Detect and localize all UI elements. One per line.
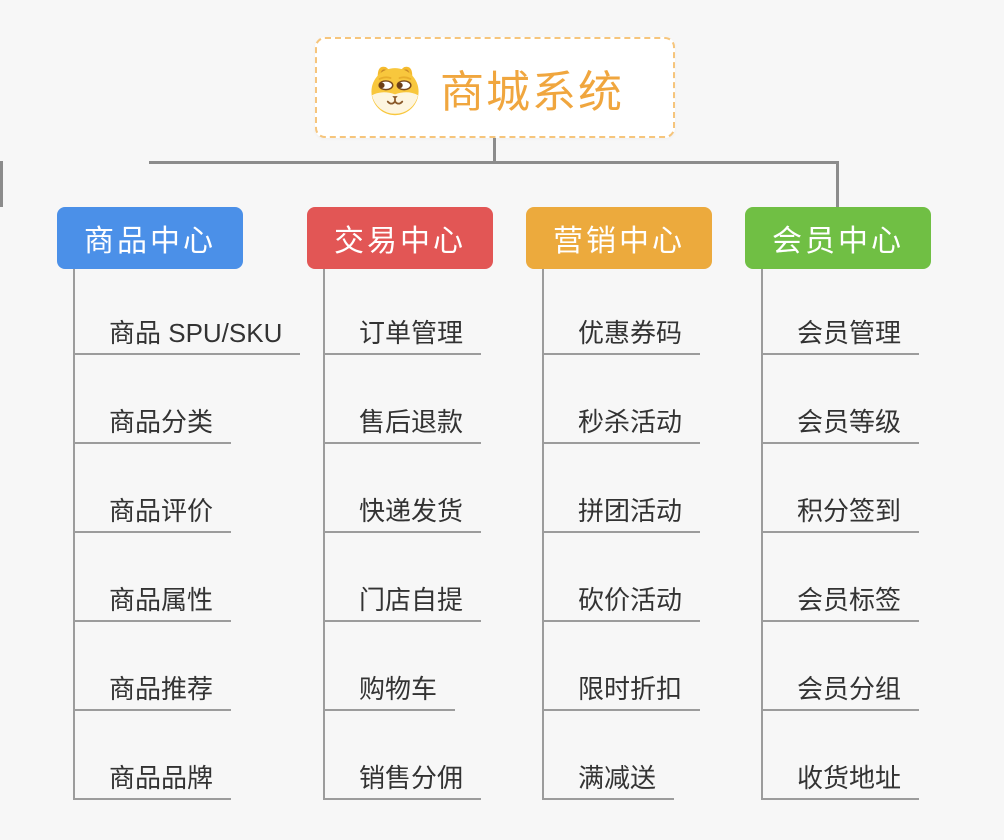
leaf-item[interactable]: 会员分组 xyxy=(763,622,920,711)
branch-column: 会员中心 会员管理 会员等级 积分签到 会员标签 会员分组 收货地址 xyxy=(745,207,1004,800)
leaf-item[interactable]: 优惠券码 xyxy=(544,269,701,355)
leaf-list: 商品 SPU/SKU 商品分类 商品评价 商品属性 商品推荐 商品品牌 xyxy=(73,269,301,800)
leaf-item[interactable]: 收货地址 xyxy=(763,711,920,800)
leaf-item[interactable]: 商品品牌 xyxy=(75,711,232,800)
leaf-item[interactable]: 秒杀活动 xyxy=(544,355,701,444)
leaf-item[interactable]: 售后退款 xyxy=(325,355,482,444)
leaf-label: 购物车 xyxy=(359,674,438,704)
leaf-item[interactable]: 购物车 xyxy=(325,622,456,711)
leaf-label: 限时折扣 xyxy=(578,674,683,704)
connector-drop-members xyxy=(0,161,3,207)
leaf-item[interactable]: 订单管理 xyxy=(325,269,482,355)
branch-header[interactable]: 商品中心 xyxy=(57,207,243,269)
branch-label: 交易中心 xyxy=(334,225,466,258)
leaf-label: 会员分组 xyxy=(797,674,902,704)
leaf-label: 优惠券码 xyxy=(578,318,683,348)
leaf-item[interactable]: 门店自提 xyxy=(325,533,482,622)
leaf-label: 砍价活动 xyxy=(578,585,683,615)
leaf-item[interactable]: 快递发货 xyxy=(325,444,482,533)
root-title: 商城系统 xyxy=(440,67,624,117)
leaf-label: 秒杀活动 xyxy=(578,407,683,437)
branch-header[interactable]: 交易中心 xyxy=(307,207,493,269)
leaf-item[interactable]: 商品分类 xyxy=(75,355,232,444)
leaf-item[interactable]: 商品推荐 xyxy=(75,622,232,711)
dog-face-icon xyxy=(366,59,424,117)
branch-column: 交易中心 订单管理 售后退款 快递发货 门店自提 购物车 销售分佣 xyxy=(307,207,567,800)
leaf-item[interactable]: 商品属性 xyxy=(75,533,232,622)
leaf-label: 商品分类 xyxy=(109,407,214,437)
root-node[interactable]: 商城系统 xyxy=(315,37,675,138)
leaf-label: 商品品牌 xyxy=(109,763,214,793)
leaf-item[interactable]: 满减送 xyxy=(544,711,675,800)
leaf-item[interactable]: 砍价活动 xyxy=(544,533,701,622)
connector-root-stub xyxy=(493,138,496,164)
branch-column: 营销中心 优惠券码 秒杀活动 拼团活动 砍价活动 限时折扣 满减送 xyxy=(526,207,786,800)
leaf-item[interactable]: 会员管理 xyxy=(763,269,920,355)
leaf-label: 收货地址 xyxy=(797,763,902,793)
branch-header[interactable]: 营销中心 xyxy=(526,207,712,269)
connector-horizontal xyxy=(149,161,839,164)
leaf-label: 门店自提 xyxy=(359,585,464,615)
leaf-label: 快递发货 xyxy=(359,496,464,526)
leaf-item[interactable]: 商品评价 xyxy=(75,444,232,533)
leaf-label: 满减送 xyxy=(578,763,657,793)
leaf-item[interactable]: 商品 SPU/SKU xyxy=(75,269,301,355)
leaf-label: 会员标签 xyxy=(797,585,902,615)
branch-label: 会员中心 xyxy=(772,225,904,258)
leaf-label: 商品属性 xyxy=(109,585,214,615)
leaf-label: 积分签到 xyxy=(797,496,902,526)
leaf-item[interactable]: 销售分佣 xyxy=(325,711,482,800)
leaf-item[interactable]: 积分签到 xyxy=(763,444,920,533)
leaf-item[interactable]: 限时折扣 xyxy=(544,622,701,711)
leaf-label: 拼团活动 xyxy=(578,496,683,526)
leaf-label: 商品 SPU/SKU xyxy=(109,318,283,348)
leaf-label: 会员管理 xyxy=(797,318,902,348)
leaf-list: 会员管理 会员等级 积分签到 会员标签 会员分组 收货地址 xyxy=(761,269,920,800)
leaf-item[interactable]: 会员标签 xyxy=(763,533,920,622)
leaf-label: 商品评价 xyxy=(109,496,214,526)
branch-column: 商品中心 商品 SPU/SKU 商品分类 商品评价 商品属性 商品推荐 商品品牌 xyxy=(57,207,317,800)
leaf-label: 会员等级 xyxy=(797,407,902,437)
leaf-label: 销售分佣 xyxy=(359,763,464,793)
leaf-item[interactable]: 会员等级 xyxy=(763,355,920,444)
leaf-list: 订单管理 售后退款 快递发货 门店自提 购物车 销售分佣 xyxy=(323,269,482,800)
branch-label: 营销中心 xyxy=(553,225,685,258)
branch-header[interactable]: 会员中心 xyxy=(745,207,931,269)
leaf-item[interactable]: 拼团活动 xyxy=(544,444,701,533)
branch-label: 商品中心 xyxy=(84,225,216,258)
leaf-label: 商品推荐 xyxy=(109,674,214,704)
connector-drop-products xyxy=(836,161,839,207)
leaf-list: 优惠券码 秒杀活动 拼团活动 砍价活动 限时折扣 满减送 xyxy=(542,269,701,800)
leaf-label: 订单管理 xyxy=(359,318,464,348)
leaf-label: 售后退款 xyxy=(359,407,464,437)
